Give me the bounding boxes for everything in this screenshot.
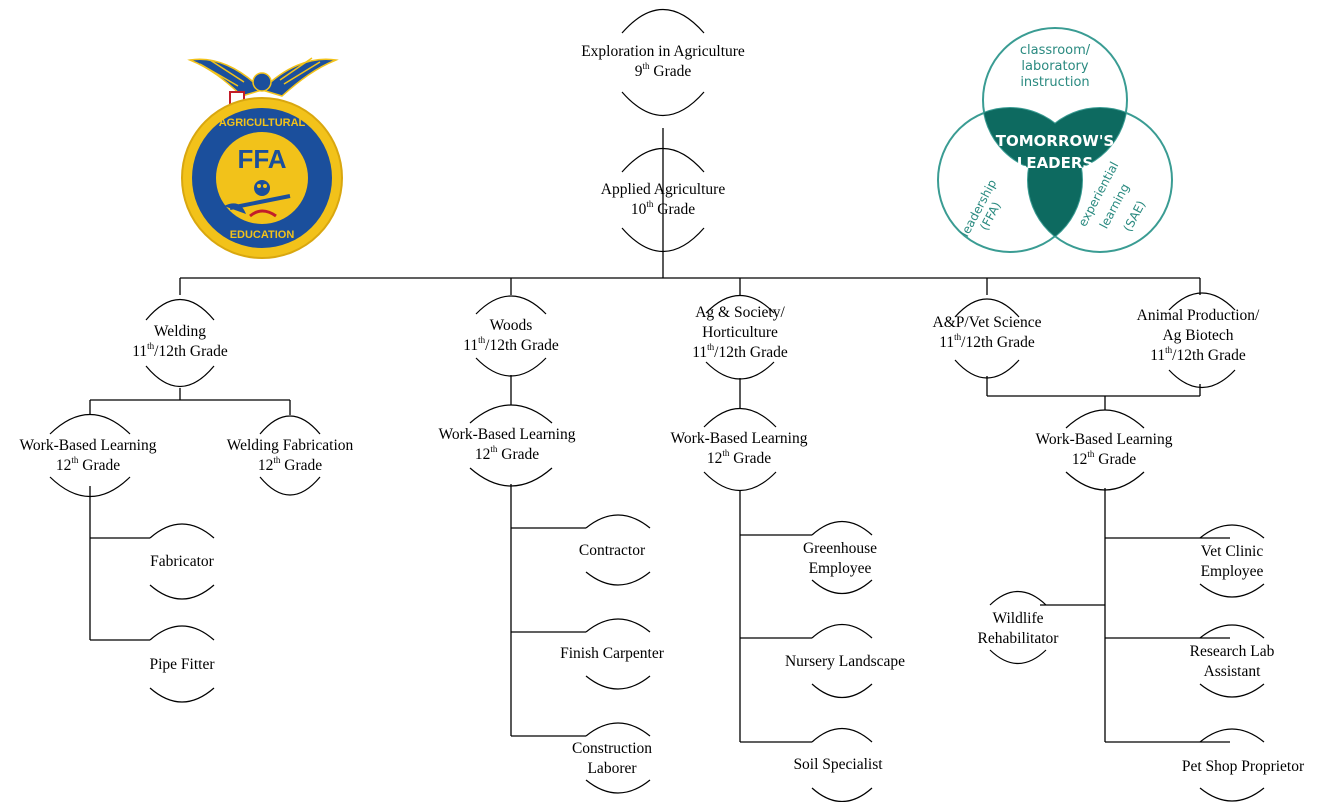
node-applied-agriculture: Applied Agriculture 10th Grade bbox=[601, 180, 725, 220]
node-grade: 12th Grade bbox=[55, 454, 121, 474]
node-title: Work-Based Learning bbox=[438, 426, 576, 443]
node-grade: 12th Grade bbox=[706, 447, 772, 467]
career-fabricator: Fabricator bbox=[150, 552, 214, 572]
node-grade: 12th Grade bbox=[474, 443, 540, 463]
career-label-line1: Research Lab bbox=[1189, 643, 1275, 660]
career-nursery-landscape: Nursery Landscape bbox=[785, 652, 905, 672]
node-title: A&P/Vet Science bbox=[932, 314, 1042, 331]
node-title-line2: Ag Biotech bbox=[1162, 327, 1234, 344]
career-contractor: Contractor bbox=[579, 541, 645, 561]
node-grade: 9th Grade bbox=[634, 60, 692, 80]
career-label: Nursery Landscape bbox=[784, 653, 906, 670]
career-pet-shop-proprietor: Pet Shop Proprietor bbox=[1182, 757, 1304, 777]
node-wbl-welding: Work-Based Learning 12th Grade bbox=[20, 436, 157, 476]
venn-top-line3: instruction bbox=[1020, 75, 1089, 90]
venn-top-line2: laboratory bbox=[1021, 59, 1088, 74]
node-title-line1: Ag & Society/ bbox=[695, 304, 785, 321]
career-label: Pet Shop Proprietor bbox=[1181, 758, 1305, 775]
node-grade: 11th/12th Grade bbox=[692, 341, 788, 361]
node-grade: 12th Grade bbox=[257, 454, 323, 474]
career-label-line2: Assistant bbox=[1203, 663, 1261, 680]
career-label-line2: Employee bbox=[1200, 563, 1264, 580]
node-title-line2: Horticulture bbox=[702, 324, 778, 341]
node-ap-vet-science: A&P/Vet Science 11th/12th Grade bbox=[933, 313, 1042, 353]
career-label-line1: Construction bbox=[571, 740, 653, 757]
career-construction-laborer: Construction Laborer bbox=[572, 739, 652, 779]
venn-top-line1: classroom/ bbox=[1020, 43, 1091, 58]
node-title: Applied Agriculture bbox=[600, 181, 726, 198]
career-label: Contractor bbox=[578, 542, 646, 559]
career-research-lab-assistant: Research Lab Assistant bbox=[1190, 642, 1275, 682]
career-label-line1: Wildlife bbox=[992, 610, 1044, 627]
career-label-line1: Greenhouse bbox=[802, 540, 878, 557]
node-grade: 11th/12th Grade bbox=[939, 331, 1035, 351]
node-grade: 11th/12th Grade bbox=[463, 334, 559, 354]
career-label: Finish Carpenter bbox=[560, 645, 664, 662]
career-label-line2: Rehabilitator bbox=[977, 630, 1059, 647]
career-pipe-fitter: Pipe Fitter bbox=[149, 655, 214, 675]
career-label-line2: Laborer bbox=[587, 760, 637, 777]
node-title: Work-Based Learning bbox=[19, 437, 157, 454]
node-ag-society-horticulture: Ag & Society/ Horticulture 11th/12th Gra… bbox=[692, 303, 788, 363]
career-label-line1: Vet Clinic bbox=[1200, 543, 1264, 560]
node-title: Woods bbox=[489, 317, 533, 334]
career-wildlife-rehabilitator: Wildlife Rehabilitator bbox=[978, 609, 1059, 649]
node-animal-production-ag-biotech: Animal Production/ Ag Biotech 11th/12th … bbox=[1137, 306, 1260, 366]
career-vet-clinic-employee: Vet Clinic Employee bbox=[1201, 542, 1264, 582]
node-exploration-in-agriculture: Exploration in Agriculture 9th Grade bbox=[581, 42, 745, 82]
node-wbl-ag-society: Work-Based Learning 12th Grade bbox=[671, 429, 808, 469]
node-title: Work-Based Learning bbox=[670, 430, 808, 447]
venn-center-line2: LEADERS bbox=[1017, 154, 1093, 172]
node-grade: 11th/12th Grade bbox=[132, 340, 228, 360]
career-label: Pipe Fitter bbox=[149, 656, 215, 673]
node-title: Welding Fabrication bbox=[226, 437, 354, 454]
node-title: Work-Based Learning bbox=[1035, 431, 1173, 448]
node-grade: 12th Grade bbox=[1071, 448, 1137, 468]
venn-right-line3: (SAE) bbox=[1121, 198, 1149, 234]
ffa-letters: FFA bbox=[237, 144, 286, 174]
ffa-ring-top-text: AGRICULTURAL bbox=[219, 117, 306, 129]
career-label-line2: Employee bbox=[808, 560, 872, 577]
node-title-line1: Animal Production/ bbox=[1136, 307, 1260, 324]
node-woods: Woods 11th/12th Grade bbox=[463, 316, 559, 356]
node-grade: 11th/12th Grade bbox=[1150, 344, 1246, 364]
tomorrows-leaders-venn-diagram: classroom/ laboratory instruction TOMORR… bbox=[937, 27, 1173, 253]
ffa-ring-bottom-text: EDUCATION bbox=[230, 229, 295, 241]
career-label: Fabricator bbox=[150, 553, 214, 570]
node-title: Welding bbox=[153, 323, 207, 340]
node-title: Exploration in Agriculture bbox=[581, 43, 745, 60]
career-soil-specialist: Soil Specialist bbox=[793, 755, 882, 775]
career-label: Soil Specialist bbox=[793, 756, 883, 773]
venn-center-line1: TOMORROW'S bbox=[996, 132, 1114, 150]
node-welding: Welding 11th/12th Grade bbox=[132, 322, 228, 362]
node-wbl-woods: Work-Based Learning 12th Grade bbox=[439, 425, 576, 465]
node-grade: 10th Grade bbox=[630, 198, 696, 218]
node-welding-fabrication: Welding Fabrication 12th Grade bbox=[227, 436, 354, 476]
career-greenhouse-employee: Greenhouse Employee bbox=[803, 539, 877, 579]
node-wbl-animal: Work-Based Learning 12th Grade bbox=[1036, 430, 1173, 470]
ffa-emblem-logo: AGRICULTURAL EDUCATION FFA bbox=[181, 57, 343, 259]
career-finish-carpenter: Finish Carpenter bbox=[560, 644, 664, 664]
